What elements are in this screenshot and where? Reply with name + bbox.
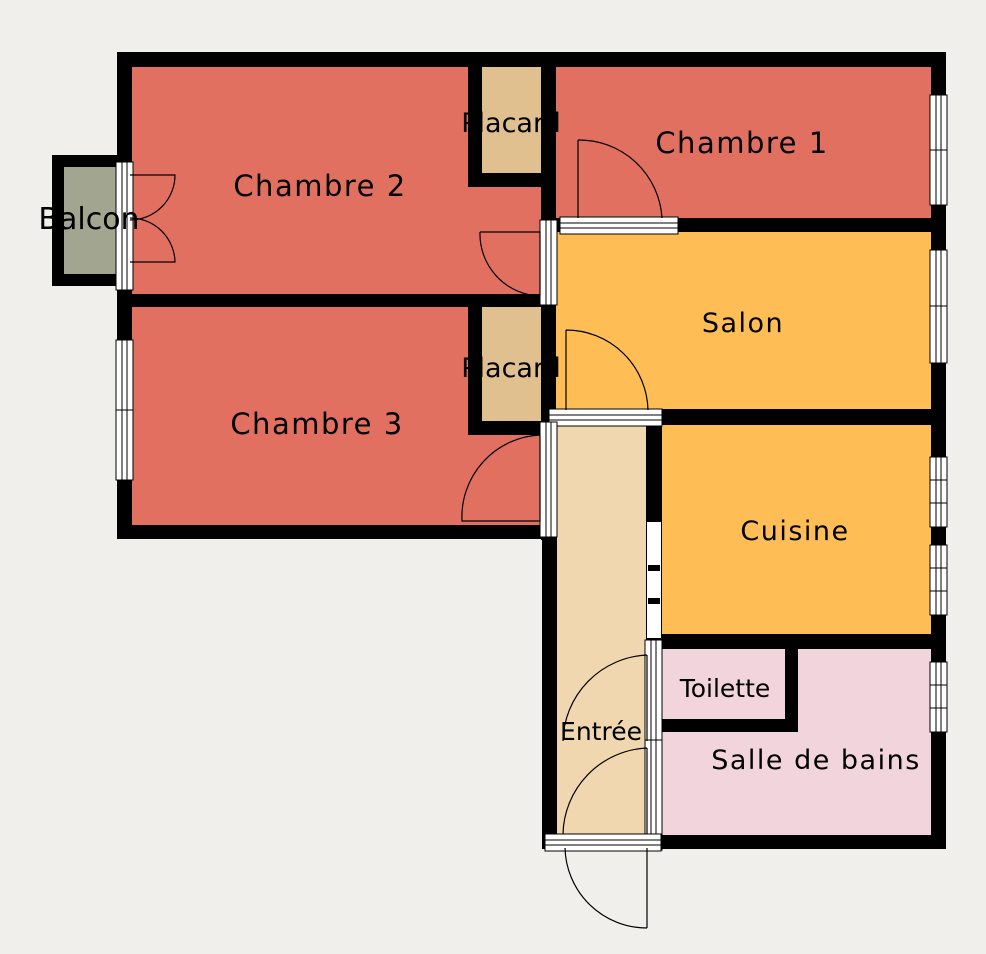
door-swing-balcon [129, 174, 176, 263]
door-swing-salon [565, 329, 649, 411]
door-frame-chambre-1 [559, 216, 679, 235]
door-swing-chambre-3 [461, 434, 541, 522]
placard-1-floor [475, 66, 547, 180]
door-swing-salle-de-bains [562, 747, 648, 835]
door-swings [129, 139, 663, 929]
label-salon: Salon [702, 308, 784, 339]
label-chambre-2: Chambre 2 [233, 169, 406, 203]
label-cuisine: Cuisine [740, 516, 849, 547]
room-labels: Chambre 2 Chambre 1 Chambre 3 Salon Cuis… [38, 108, 921, 776]
door-frame-salon [548, 408, 663, 427]
opening-cuisine [647, 522, 661, 638]
entree-floor [549, 417, 655, 842]
door-frame-balcon [115, 161, 134, 291]
cuisine-floor [655, 417, 938, 642]
room-floors [58, 60, 938, 842]
window-salle-de-bains [929, 661, 948, 733]
placard-2-floor [475, 307, 547, 428]
door-frame-entree [544, 833, 662, 852]
salon-floor [547, 226, 938, 417]
chambre-1-floor [547, 60, 938, 226]
label-toilette: Toilette [679, 674, 771, 703]
label-entree: Entrée [560, 717, 642, 746]
label-chambre-3: Chambre 3 [230, 407, 403, 441]
window-cuisine-1 [929, 456, 948, 528]
door-swing-entree [564, 847, 648, 929]
door-frame-chambre-3 [539, 421, 558, 538]
label-chambre-1: Chambre 1 [655, 126, 828, 160]
windows [115, 94, 948, 852]
door-swing-chambre-2 [479, 231, 541, 297]
balcon-floor [58, 162, 124, 279]
door-swing-chambre-1 [577, 139, 663, 219]
door-frame-chambre-2 [539, 219, 558, 306]
label-placard-2: Placard [461, 353, 560, 384]
label-balcon: Balcon [38, 202, 139, 237]
window-cuisine-2 [929, 544, 948, 616]
label-placard-1: Placard [461, 108, 560, 139]
label-salle-de-bains: Salle de bains [711, 745, 921, 776]
door-swing-toilette [562, 654, 648, 742]
